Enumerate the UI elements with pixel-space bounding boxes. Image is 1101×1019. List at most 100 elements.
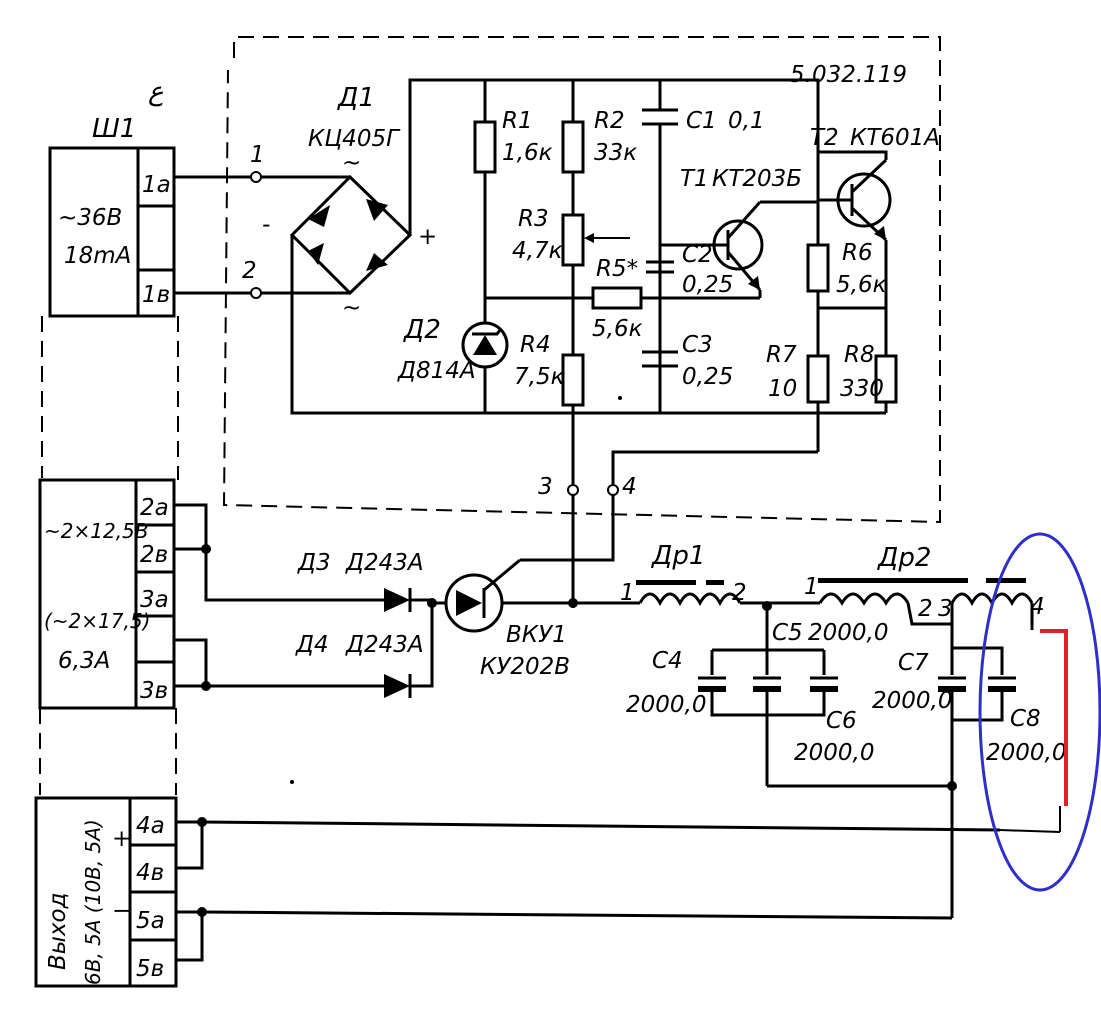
t1-name: T1 <box>680 166 709 192</box>
d1-type: КЦ405Г <box>308 126 401 152</box>
dr1-name: Др1 <box>651 541 705 571</box>
t2-type: КТ601А <box>850 125 940 151</box>
r7-value: 10 <box>768 376 797 402</box>
r6-value: 5,6к <box>836 272 887 298</box>
terminal-2-label: 2 <box>242 258 257 284</box>
pin-1v: 1в <box>142 282 170 308</box>
bridge-tilde-bottom: ~ <box>342 295 361 321</box>
dr2-pin3: 3 <box>938 596 953 622</box>
c8-name: C8 <box>1010 706 1041 732</box>
vku1-name: ВКУ1 <box>506 622 567 648</box>
d3-type: Д243А <box>345 550 424 576</box>
t1-type: КТ203Б <box>712 166 802 192</box>
pin-1a: 1а <box>142 172 171 198</box>
pin-3v: 3в <box>140 678 168 704</box>
terminal-4-label: 4 <box>622 474 637 500</box>
c5-name: C5 <box>772 620 803 646</box>
resistor-r4 <box>561 353 585 407</box>
r1-value: 1,6к <box>502 140 553 166</box>
pin-3a: 3а <box>140 587 169 613</box>
transistor-t1: T1 КТ203Б <box>660 166 818 298</box>
pin-2v: 2в <box>140 542 168 568</box>
pin-4a: 4а <box>136 813 165 839</box>
pin-2a: 2а <box>140 495 169 521</box>
dr2-pin4: 4 <box>1030 594 1045 620</box>
supply1-voltage: ~36В <box>58 205 122 231</box>
terminal-4 <box>607 484 619 496</box>
r2-value: 33к <box>594 140 637 166</box>
d1-name: Д1 <box>337 83 375 113</box>
vku1-type: КУ202В <box>480 654 570 680</box>
r4-value: 7,5к <box>514 364 565 390</box>
r3-value: 4,7к <box>512 238 563 264</box>
output-plus: + <box>112 826 131 852</box>
r5-name: R5* <box>596 256 638 282</box>
dr2-name: Др2 <box>877 543 931 573</box>
choke-dr2: Др2 1 2 3 4 <box>804 543 1045 626</box>
output-title: Выход <box>45 892 71 970</box>
pin-5a: 5а <box>136 908 165 934</box>
supply2-voltage: ~2×12,5В <box>44 519 149 543</box>
r7-name: R7 <box>766 342 797 368</box>
output-minus: − <box>112 898 131 924</box>
c5-value: 2000,0 <box>808 620 888 646</box>
c3-value: 0,25 <box>682 364 733 390</box>
terminal-2 <box>250 287 262 299</box>
connector-box-2 <box>38 478 176 710</box>
c4-value: 2000,0 <box>626 692 706 718</box>
resistor-r6 <box>806 243 830 293</box>
dr2-pin1: 1 <box>804 574 819 600</box>
connector-box-1 <box>48 146 176 318</box>
c1-name: C1 <box>686 108 717 134</box>
d2-name: Д2 <box>403 315 441 345</box>
corner-mark: ع <box>148 77 164 107</box>
r1-name: R1 <box>502 108 533 134</box>
resistor-r5 <box>591 286 643 310</box>
terminal-3 <box>567 484 579 496</box>
capacitor-c7 <box>938 676 966 692</box>
c4-name: C4 <box>652 648 683 674</box>
r3-name: R3 <box>518 206 549 232</box>
bridge-minus: - <box>262 212 270 238</box>
annotation-red-line <box>1040 629 1068 806</box>
r8-name: R8 <box>844 342 875 368</box>
supply2-alt-voltage: (~2×17,5) <box>44 609 150 633</box>
resistor-r7 <box>806 354 830 404</box>
terminal-1 <box>250 171 262 183</box>
diode-bridge-d1: Д1 КЦ405Г ~ ~ + - <box>262 83 437 321</box>
capacitor-c6 <box>810 676 838 692</box>
capacitor-c5 <box>753 676 781 692</box>
r2-name: R2 <box>594 108 625 134</box>
t2-name: T2 <box>810 125 839 151</box>
resistor-r3 <box>561 213 585 267</box>
c7-value: 2000,0 <box>872 688 952 714</box>
c3-name: C3 <box>682 332 713 358</box>
r8-value: 330 <box>840 376 884 402</box>
dr2-pin2: 2 <box>918 596 933 622</box>
r6-name: R6 <box>842 240 873 266</box>
control-board-outline <box>222 36 941 524</box>
d4-type: Д243А <box>345 632 424 658</box>
c7-name: C7 <box>898 650 929 676</box>
resistor-r2 <box>561 120 585 174</box>
d2-type: Д814А <box>397 358 476 384</box>
c6-name: C6 <box>826 708 857 734</box>
terminal-1-label: 1 <box>250 142 265 168</box>
transistor-t2: T2 КТ601А <box>660 78 940 242</box>
d3-name: Д3 <box>297 550 331 576</box>
r4-name: R4 <box>520 332 551 358</box>
c2-value: 0,25 <box>682 272 733 298</box>
diode-d3: Д3 Д243А <box>297 550 424 612</box>
bridge-tilde-top: ~ <box>342 150 361 176</box>
d4-name: Д4 <box>295 632 329 658</box>
c8-value: 2000,0 <box>986 740 1066 766</box>
terminal-3-label: 3 <box>538 474 553 500</box>
connector-sh1: Ш1 1а 1в ~36В 18mA 2а 2в 3а 3в ~2×12,5В … <box>34 114 179 988</box>
dr1-pin2: 2 <box>732 580 747 606</box>
annotation-ellipse <box>978 532 1101 892</box>
resistor-r1 <box>473 120 497 174</box>
output-rating: 6В, 5А (10В, 5А) <box>81 819 105 985</box>
capacitor-c4 <box>698 676 726 692</box>
r5-value: 5,6к <box>592 316 643 342</box>
